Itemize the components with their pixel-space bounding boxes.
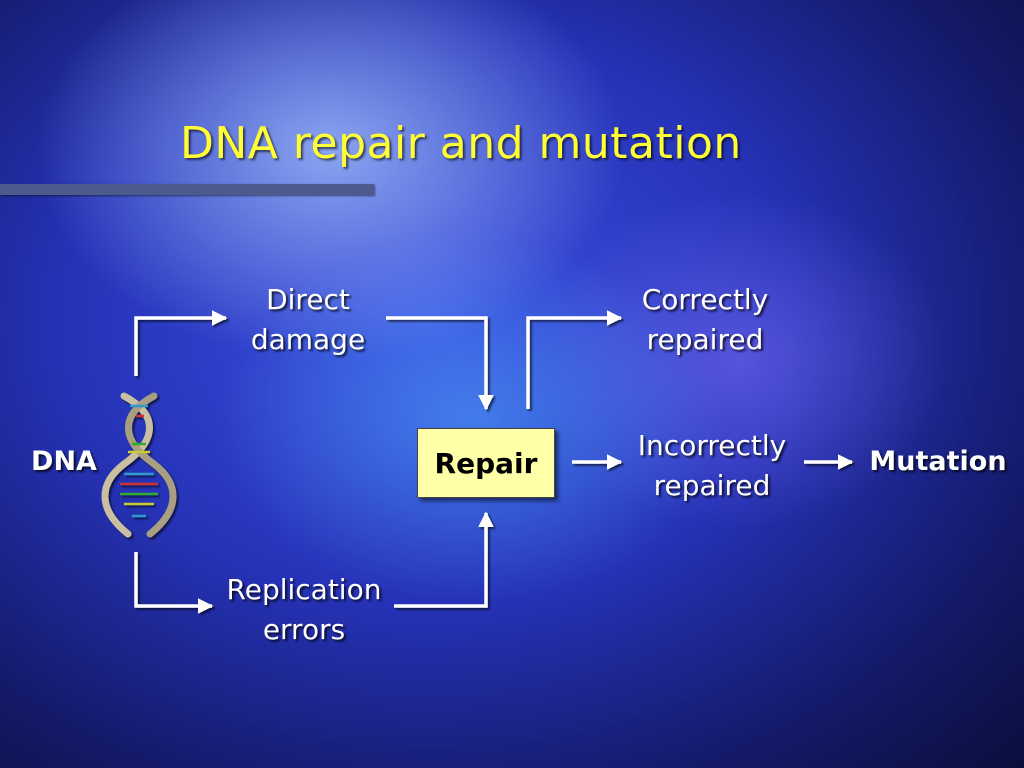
dna-label: DNA <box>31 446 97 477</box>
arrow-dna-to-direct-damage <box>134 310 228 376</box>
repair-box: Repair <box>417 428 555 498</box>
replication-errors-label: Replication errors <box>212 570 396 650</box>
correctly-repaired-line-1: Correctly <box>641 283 769 316</box>
dna-helix-icon <box>101 392 177 538</box>
title-underline-bar <box>0 184 374 195</box>
incorrectly-repaired-label: Incorrectly repaired <box>620 426 804 506</box>
incorrectly-repaired-line-2: repaired <box>653 469 771 502</box>
replication-errors-line-2: errors <box>262 613 346 646</box>
arrow-direct-damage-to-repair <box>386 316 494 411</box>
slide-title: DNA repair and mutation <box>180 118 742 169</box>
correctly-repaired-label: Correctly repaired <box>620 280 790 360</box>
direct-damage-line-1: Direct <box>266 283 350 316</box>
arrow-replication-errors-to-repair <box>394 511 494 608</box>
direct-damage-line-2: damage <box>250 323 366 356</box>
incorrectly-repaired-line-1: Incorrectly <box>637 429 787 462</box>
mutation-label: Mutation <box>869 446 1007 477</box>
direct-damage-label: Direct damage <box>228 280 388 360</box>
correctly-repaired-line-2: repaired <box>646 323 764 356</box>
replication-errors-line-1: Replication <box>226 573 382 606</box>
arrow-dna-to-replication-errors <box>134 552 214 614</box>
arrow-repair-to-correctly-repaired <box>526 310 623 409</box>
